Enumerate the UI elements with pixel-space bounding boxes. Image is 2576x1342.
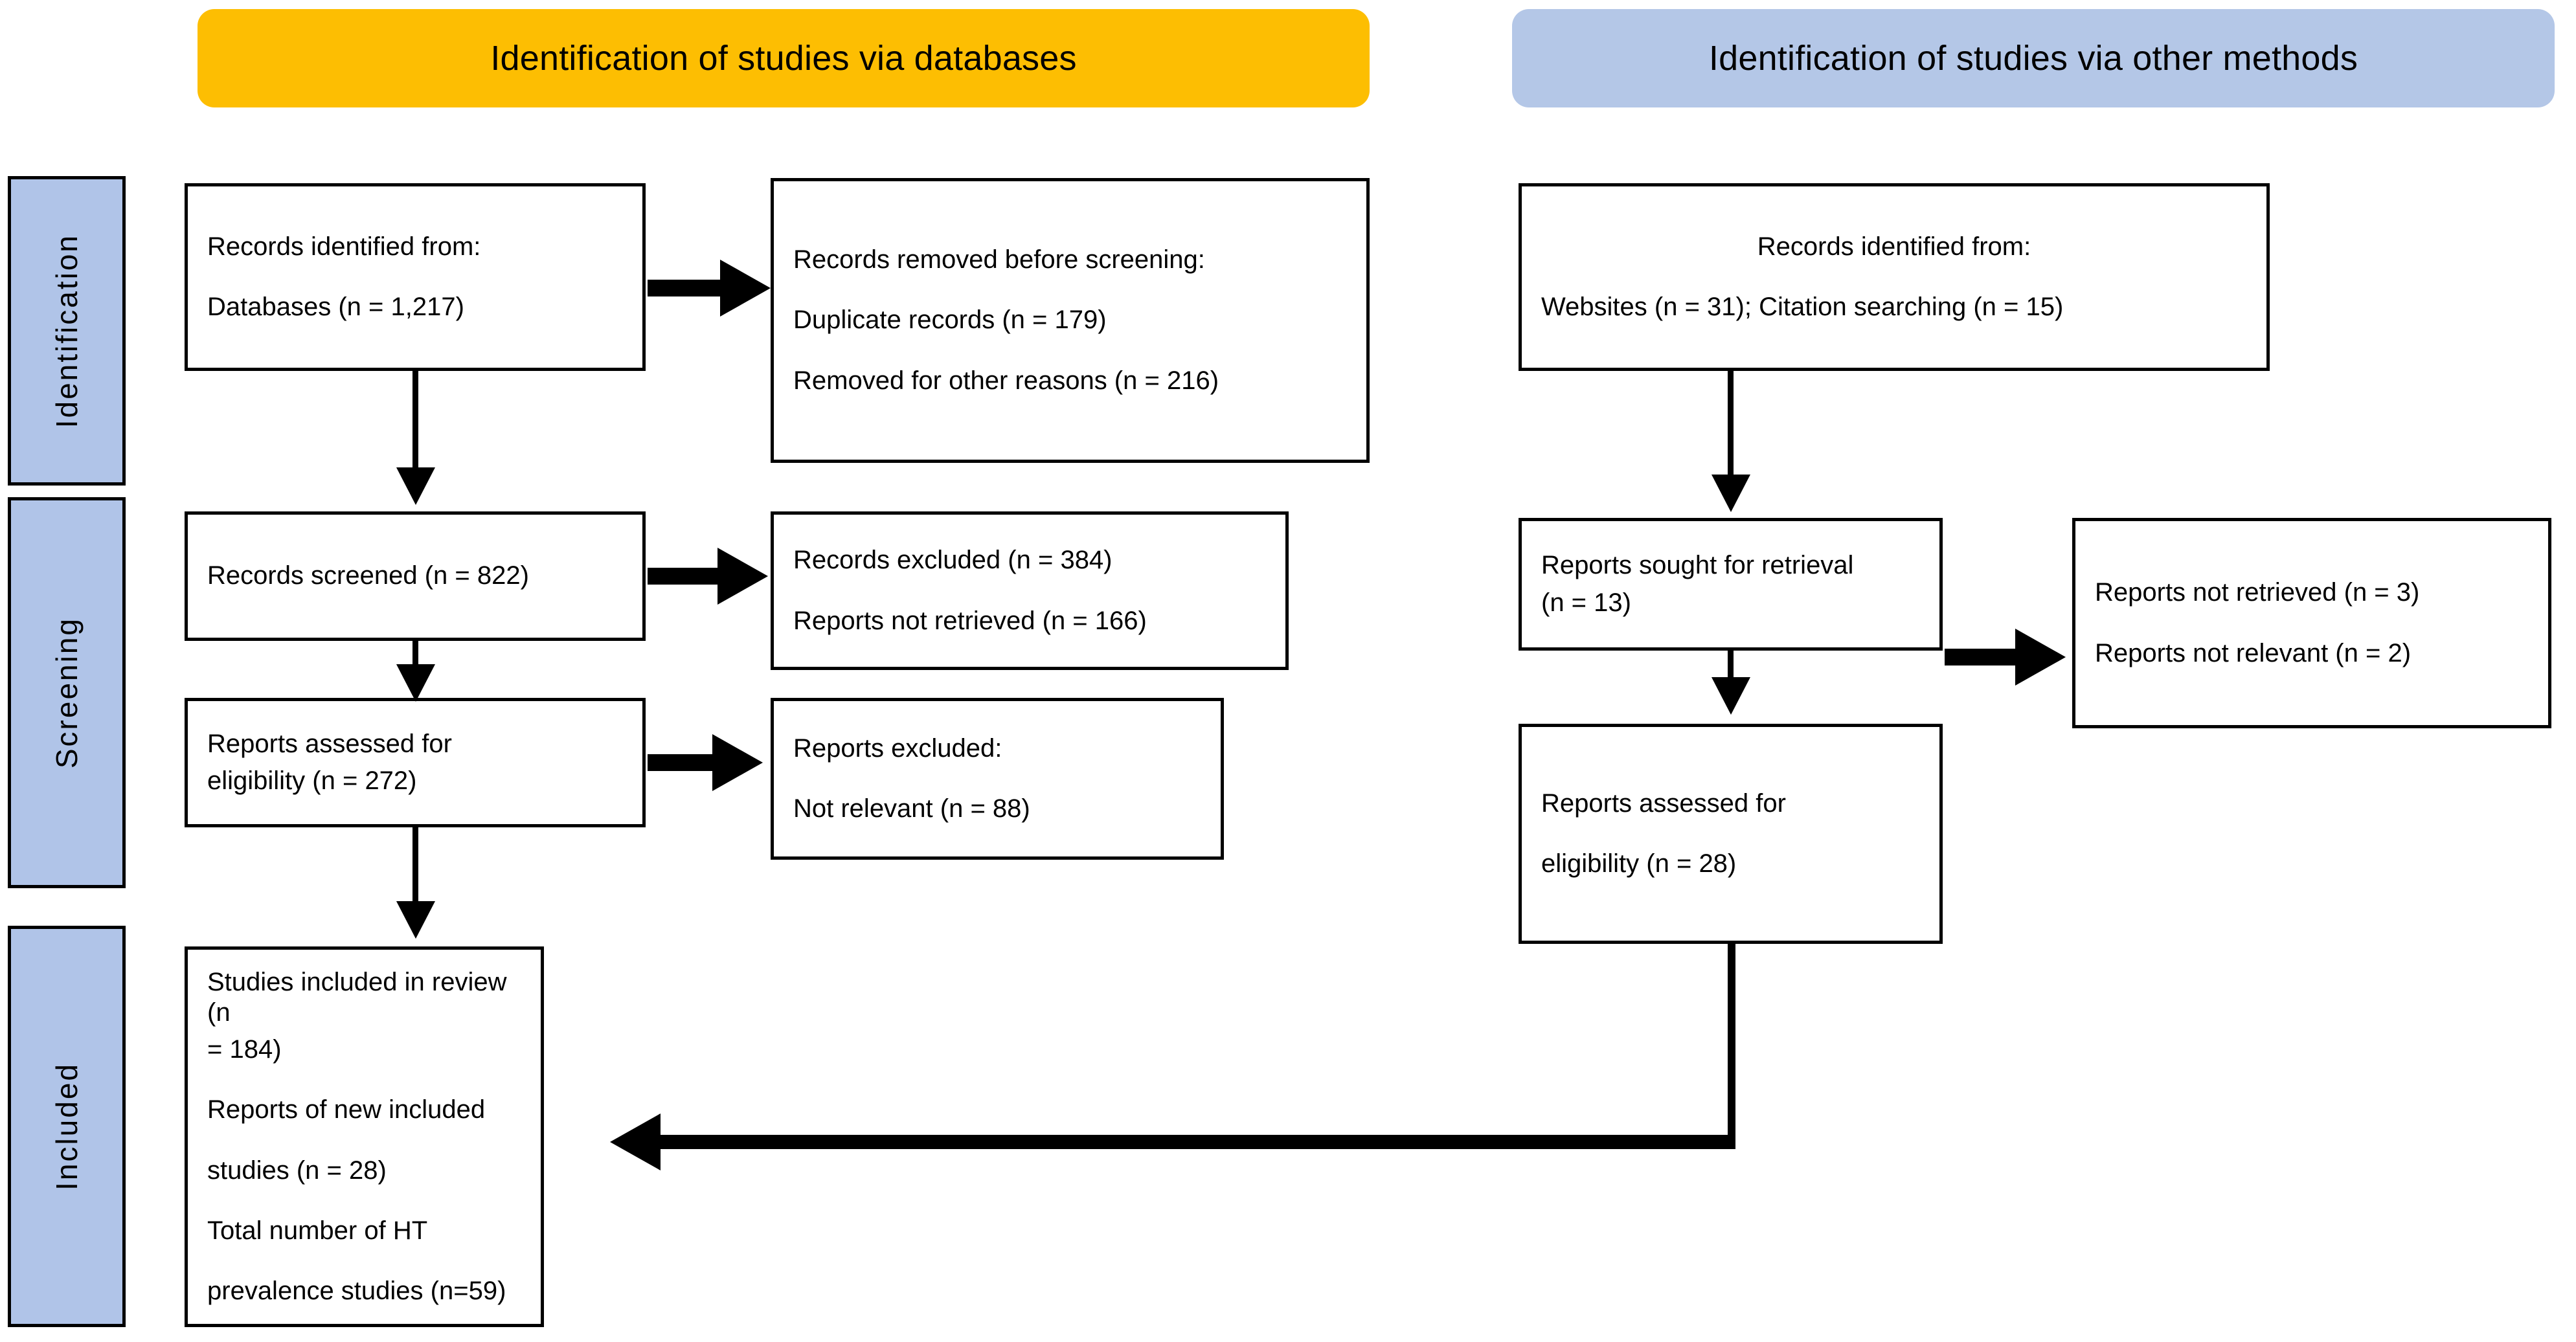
total-ht-prevalence-line2: prevalence studies (n=59) <box>207 1276 506 1305</box>
arrow-assessed-to-included-shaft <box>412 827 418 905</box>
arrow-assessed-to-reports-excluded-shaft <box>648 754 720 771</box>
reports-assessed-other-line2: eligibility (n = 28) <box>1541 849 1737 878</box>
stage-label-identification: Identification <box>8 176 126 486</box>
reports-not-retrieved-count: Reports not retrieved (n = 166) <box>793 606 1147 635</box>
reports-new-included-line2: studies (n = 28) <box>207 1156 387 1185</box>
box-records-identified-databases: Records identified from: Databases (n = … <box>185 183 646 371</box>
arrow-screened-to-excluded-head <box>717 548 768 605</box>
arrow-assessed-to-reports-excluded-head <box>712 734 763 791</box>
box-reports-excluded: Reports excluded: Not relevant (n = 88) <box>771 698 1224 860</box>
box-records-screened: Records screened (n = 822) <box>185 511 646 641</box>
reports-assessed-line1: Reports assessed for <box>207 729 452 758</box>
reports-not-retrieved-other: Reports not retrieved (n = 3) <box>2095 578 2420 607</box>
records-identified-other-title: Records identified from: <box>1757 232 2031 261</box>
stage-label-screening: Screening <box>8 497 126 888</box>
box-records-identified-other: Records identified from: Websites (n = 3… <box>1519 183 2270 371</box>
box-records-removed: Records removed before screening: Duplic… <box>771 178 1370 463</box>
arrow-identified-other-to-sought-shaft <box>1728 371 1734 478</box>
box-reports-not-retrieved-other: Reports not retrieved (n = 3) Reports no… <box>2072 518 2551 728</box>
box-reports-assessed-databases: Reports assessed for eligibility (n = 27… <box>185 698 646 827</box>
arrow-sought-to-assessed-other-shaft <box>1728 651 1734 680</box>
stage-label-included: Included <box>8 926 126 1327</box>
reports-not-relevant-other: Reports not relevant (n = 2) <box>2095 638 2412 667</box>
arrow-sought-to-assessed-other-head <box>1712 677 1750 715</box>
studies-included-line2: = 184) <box>207 1035 282 1064</box>
records-removed-duplicates: Duplicate records (n = 179) <box>793 306 1107 335</box>
reports-new-included-line1: Reports of new included <box>207 1095 486 1124</box>
reports-excluded-title: Reports excluded: <box>793 733 1002 763</box>
arrow-screened-to-assessed-shaft <box>412 641 418 668</box>
records-identified-title: Records identified from: <box>207 232 481 261</box>
box-studies-included: Studies included in review (n = 184) Rep… <box>185 946 544 1327</box>
arrow-sought-to-not-retrieved-head <box>2015 629 2066 686</box>
stage-label-identification-text: Identification <box>50 233 84 429</box>
reports-sought-line1: Reports sought for retrieval <box>1541 551 1854 580</box>
arrow-identified-other-to-sought-head <box>1712 475 1750 512</box>
arrow-assessed-to-included-head <box>396 901 435 939</box>
stage-label-included-text: Included <box>50 1062 84 1191</box>
total-ht-prevalence-line1: Total number of HT <box>207 1216 428 1245</box>
arrow-identified-to-screened-head <box>396 467 435 505</box>
elbow-connector-arrowhead <box>610 1113 661 1170</box>
arrow-screened-to-excluded-shaft <box>648 568 729 585</box>
elbow-connector-horizontal <box>661 1135 1735 1149</box>
banner-other-methods: Identification of studies via other meth… <box>1512 9 2555 107</box>
box-records-excluded: Records excluded (n = 384) Reports not r… <box>771 511 1289 670</box>
box-reports-assessed-other: Reports assessed for eligibility (n = 28… <box>1519 724 1943 944</box>
reports-assessed-line2: eligibility (n = 272) <box>207 766 417 795</box>
records-screened-count: Records screened (n = 822) <box>207 561 529 590</box>
elbow-connector-vertical <box>1728 942 1735 1143</box>
banner-other-methods-label: Identification of studies via other meth… <box>1708 39 2358 78</box>
arrow-sought-to-not-retrieved-shaft <box>1945 649 2026 665</box>
stage-label-screening-text: Screening <box>50 616 84 769</box>
records-removed-title: Records removed before screening: <box>793 245 1205 274</box>
arrow-screened-to-assessed-head <box>396 664 435 702</box>
studies-included-line1: Studies included in review (n <box>207 967 507 1027</box>
banner-databases-label: Identification of studies via databases <box>490 39 1077 78</box>
arrow-identified-to-removed-shaft <box>648 280 732 296</box>
reports-excluded-not-relevant: Not relevant (n = 88) <box>793 794 1030 823</box>
arrow-identified-to-removed-head <box>720 260 771 317</box>
records-excluded-count: Records excluded (n = 384) <box>793 546 1113 575</box>
banner-databases: Identification of studies via databases <box>198 9 1370 107</box>
arrow-identified-to-screened-shaft <box>412 371 418 471</box>
reports-sought-line2: (n = 13) <box>1541 588 1631 617</box>
box-reports-sought: Reports sought for retrieval (n = 13) <box>1519 518 1943 651</box>
records-identified-databases: Databases (n = 1,217) <box>207 293 464 321</box>
records-identified-other-sources: Websites (n = 31); Citation searching (n… <box>1541 293 2064 321</box>
reports-assessed-other-line1: Reports assessed for <box>1541 788 1786 818</box>
records-removed-other: Removed for other reasons (n = 216) <box>793 366 1219 395</box>
